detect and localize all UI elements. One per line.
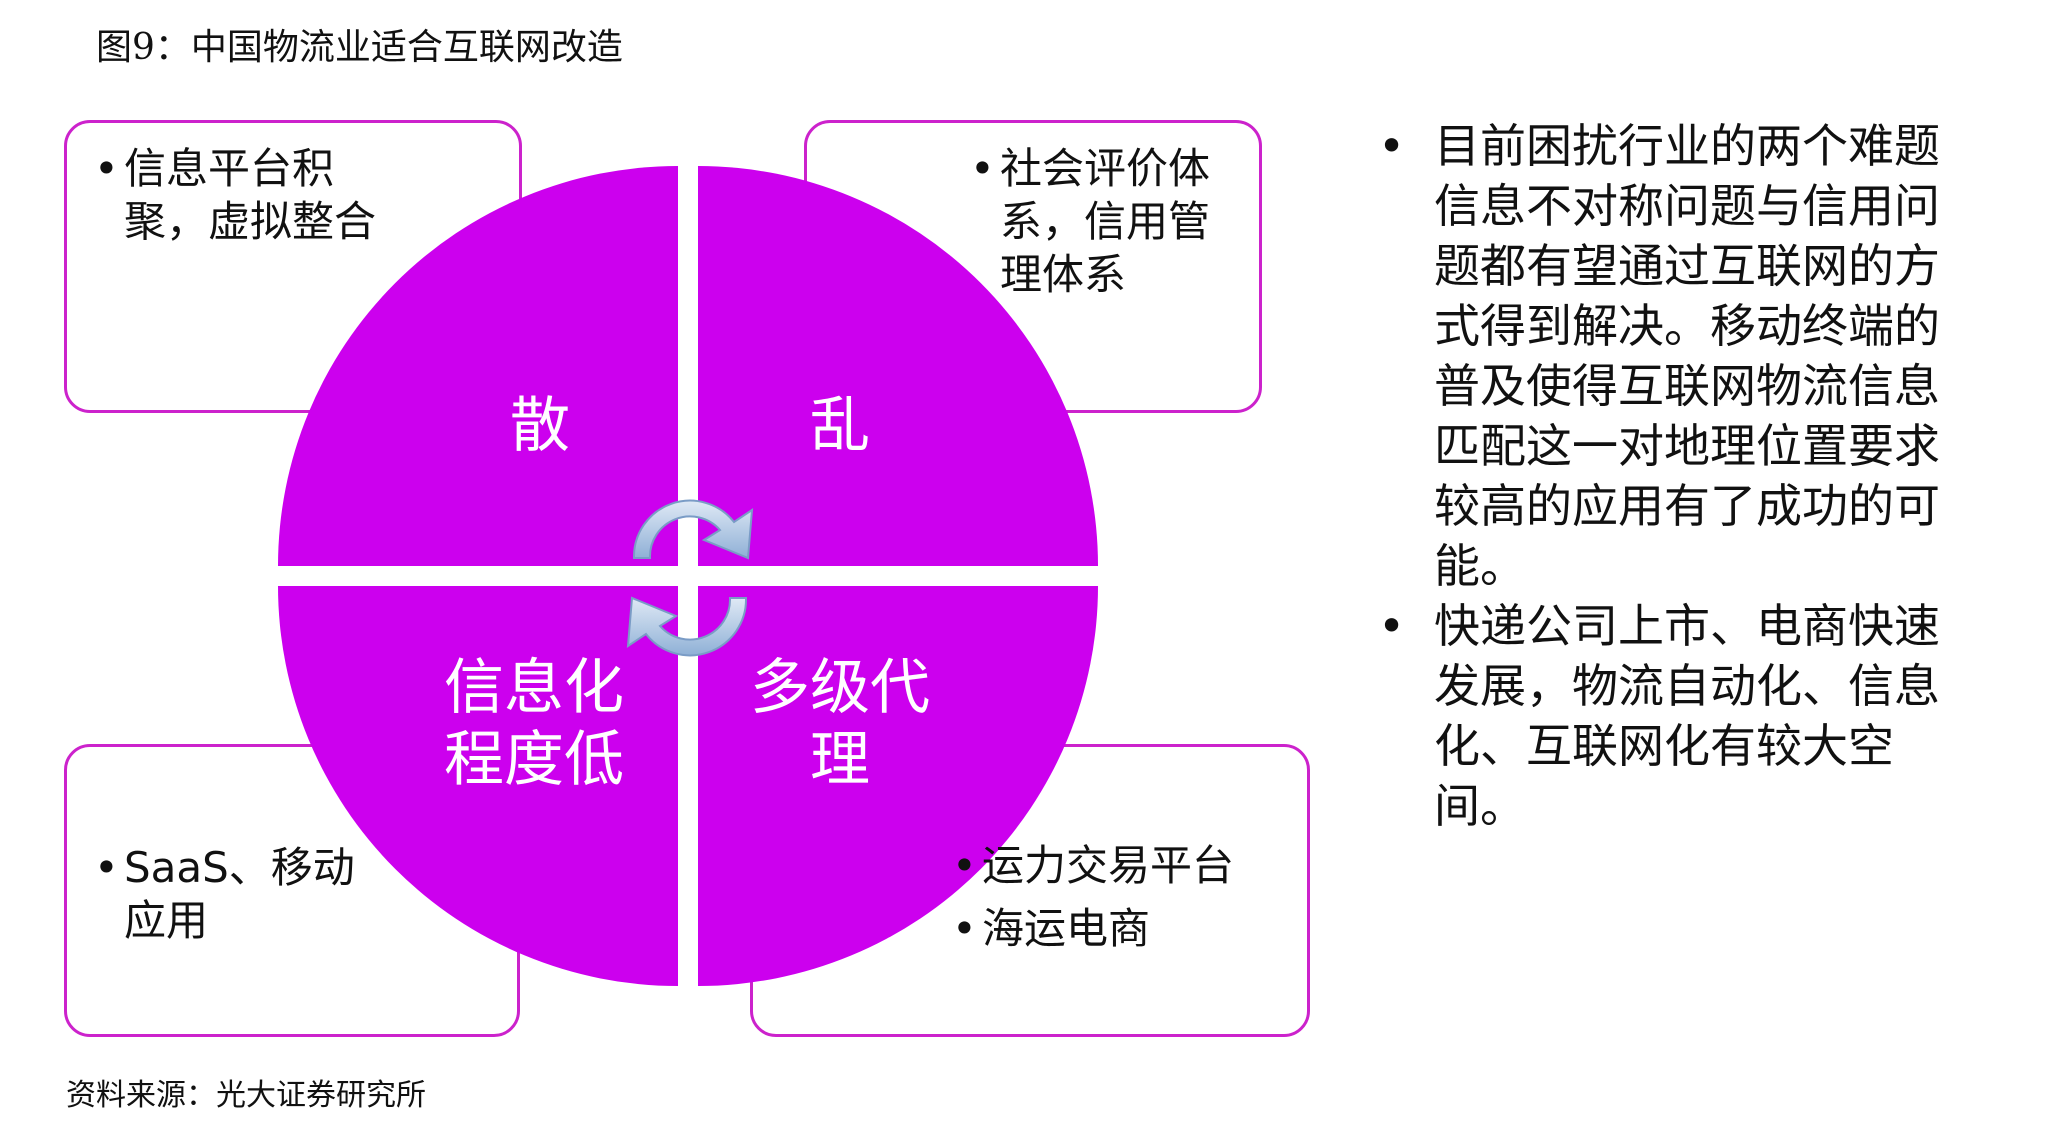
quadrant-top-right — [698, 166, 1098, 566]
box-text-bottom-left: SaaS、移动应用 — [94, 841, 394, 947]
cycle-arrow-top-icon — [632, 499, 754, 560]
wheel-quadrants — [278, 166, 1098, 986]
box-text-top-right: 社会评价体系，信用管理体系 — [970, 142, 1240, 301]
cycle-arrows-icon — [626, 499, 754, 657]
box-text-bottom-right-2: 海运电商 — [952, 902, 1292, 955]
quadrant-label-top-left: 散 — [510, 391, 570, 461]
source-note: 资料来源：光大证券研究所 — [66, 1078, 426, 1113]
quadrant-bottom-right — [698, 586, 1098, 986]
quadrant-label-bottom-right: 多级代理 — [750, 653, 930, 795]
quadrant-bottom-left — [278, 586, 678, 986]
box-text-bottom-right-1: 运力交易平台 — [952, 839, 1292, 892]
bullet-item: 目前困扰行业的两个难题信息不对称问题与信用问题都有望通过互联网的方式得到解决。移… — [1364, 116, 1964, 596]
quadrant-top-left — [278, 166, 678, 566]
bullet-list: 目前困扰行业的两个难题信息不对称问题与信用问题都有望通过互联网的方式得到解决。移… — [1364, 116, 1964, 836]
bullet-item: 快递公司上市、电商快速发展，物流自动化、信息化、互联网化有较大空间。 — [1364, 596, 1964, 836]
cycle-arrow-bottom-icon — [626, 596, 748, 657]
quadrant-label-bottom-left: 信息化程度低 — [444, 653, 624, 795]
quadrant-label-top-right: 乱 — [810, 391, 870, 461]
figure-title: 图9：中国物流业适合互联网改造 — [96, 27, 623, 68]
box-text-top-left: 信息平台积聚，虚拟整合 — [94, 142, 384, 248]
